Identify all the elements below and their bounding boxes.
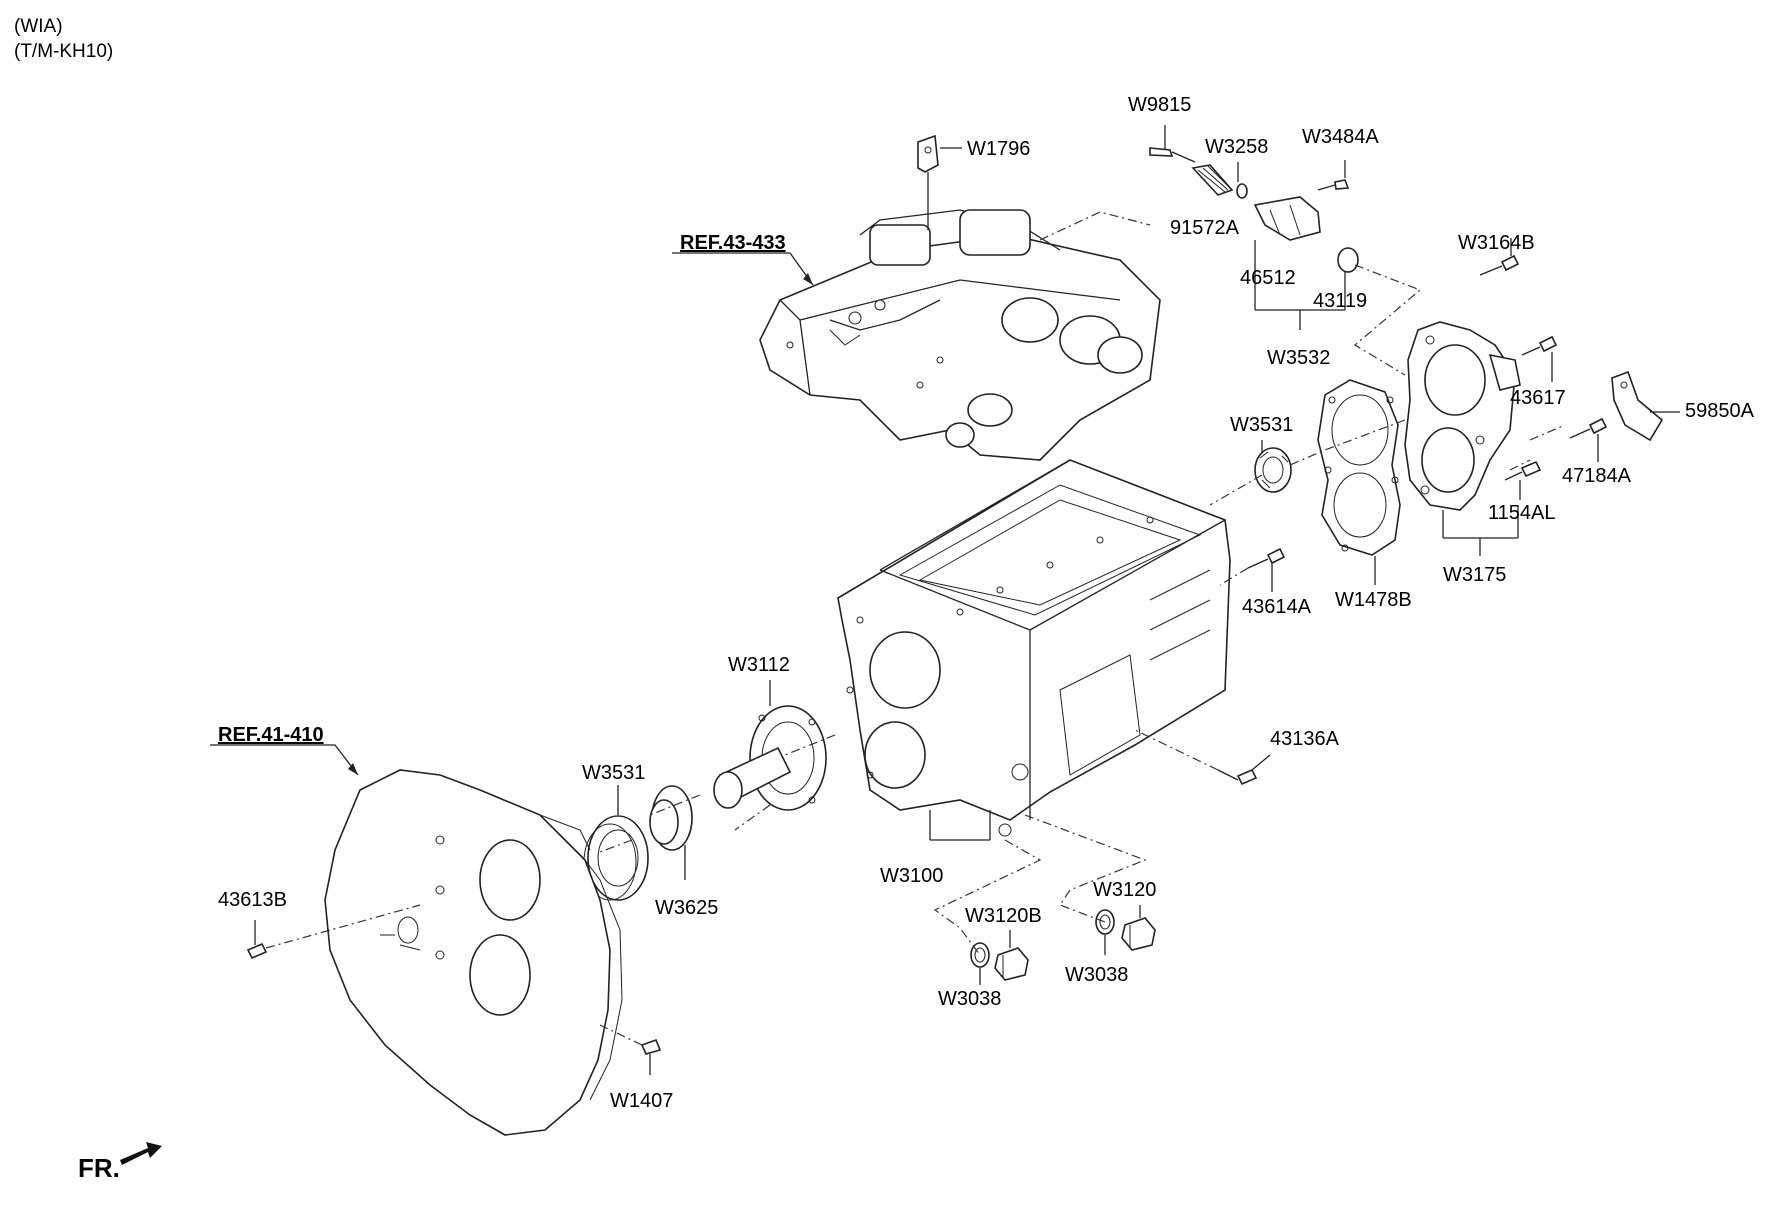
part-label-w3038-left[interactable]: W3038 — [938, 988, 1002, 1010]
part-label-w3531-bottom[interactable]: W3531 — [582, 762, 646, 784]
part-label-43614a[interactable]: 43614A — [1242, 596, 1311, 618]
part-label-w1796[interactable]: W1796 — [967, 138, 1031, 160]
part-label-91572a[interactable]: 91572A — [1170, 217, 1239, 239]
part-label-w3258[interactable]: W3258 — [1205, 136, 1269, 158]
header-line-1: (WIA) — [14, 16, 63, 37]
rear-cover-assembly — [1404, 321, 1521, 511]
part-label-w3120b[interactable]: W3120B — [965, 905, 1042, 927]
ref-43-433-label[interactable]: REF.43-433 — [680, 232, 786, 254]
part-label-1154al[interactable]: 1154AL — [1488, 502, 1556, 524]
part-label-w3484a[interactable]: W3484A — [1302, 126, 1379, 148]
ref-41-410-label[interactable]: REF.41-410 — [218, 724, 324, 746]
clutch-housing — [324, 769, 623, 1136]
part-label-w3112[interactable]: W3112 — [728, 654, 790, 676]
seal-w3531-top — [1254, 447, 1292, 493]
front-direction-arrow-icon — [120, 1142, 162, 1165]
bearing-retainer-w3112 — [713, 705, 827, 811]
part-label-w1478b[interactable]: W1478B — [1335, 589, 1412, 611]
part-label-w3120[interactable]: W3120 — [1093, 879, 1157, 901]
plug-w3120b — [994, 947, 1029, 981]
spacer-w3625 — [649, 785, 693, 851]
part-label-w3625[interactable]: W3625 — [655, 897, 719, 919]
part-label-w9815[interactable]: W9815 — [1128, 94, 1192, 116]
washer-w3038-right — [1095, 909, 1115, 935]
gasket-w1478b — [1317, 379, 1401, 556]
part-label-w1407[interactable]: W1407 — [610, 1090, 674, 1112]
part-label-59850a[interactable]: 59850A — [1685, 400, 1754, 422]
bracket-59850a — [1611, 370, 1664, 442]
part-label-46512[interactable]: 46512 — [1240, 267, 1296, 289]
part-label-w3038-right[interactable]: W3038 — [1065, 964, 1129, 986]
part-label-w3164b[interactable]: W3164B — [1458, 232, 1535, 254]
part-label-w3532[interactable]: W3532 — [1267, 347, 1331, 369]
ref-43-433-leader — [672, 252, 814, 286]
speed-sensor-parts — [1149, 125, 1359, 330]
part-label-w3531-top[interactable]: W3531 — [1230, 414, 1294, 436]
bearing-w3531-bottom — [583, 815, 649, 901]
part-label-43136a[interactable]: 43136A — [1270, 728, 1339, 750]
part-label-43613b[interactable]: 43613B — [218, 889, 287, 911]
part-label-43617[interactable]: 43617 — [1510, 387, 1566, 409]
plug-w3120 — [1121, 917, 1156, 951]
part-label-47184a[interactable]: 47184A — [1562, 465, 1631, 487]
bracket-w1796 — [917, 134, 939, 173]
front-direction-label: FR. — [78, 1153, 120, 1183]
transmission-case-w3100 — [837, 459, 1231, 837]
header-line-2: (T/M-KH10) — [14, 41, 114, 62]
part-label-w3100[interactable]: W3100 — [880, 865, 944, 887]
assembly-dashed-lines — [265, 211, 1566, 1046]
valve-body-assembly — [759, 209, 1161, 461]
ref-41-410-leader — [210, 744, 359, 776]
part-label-w3175[interactable]: W3175 — [1443, 564, 1507, 586]
part-label-43119[interactable]: 43119 — [1313, 290, 1368, 312]
